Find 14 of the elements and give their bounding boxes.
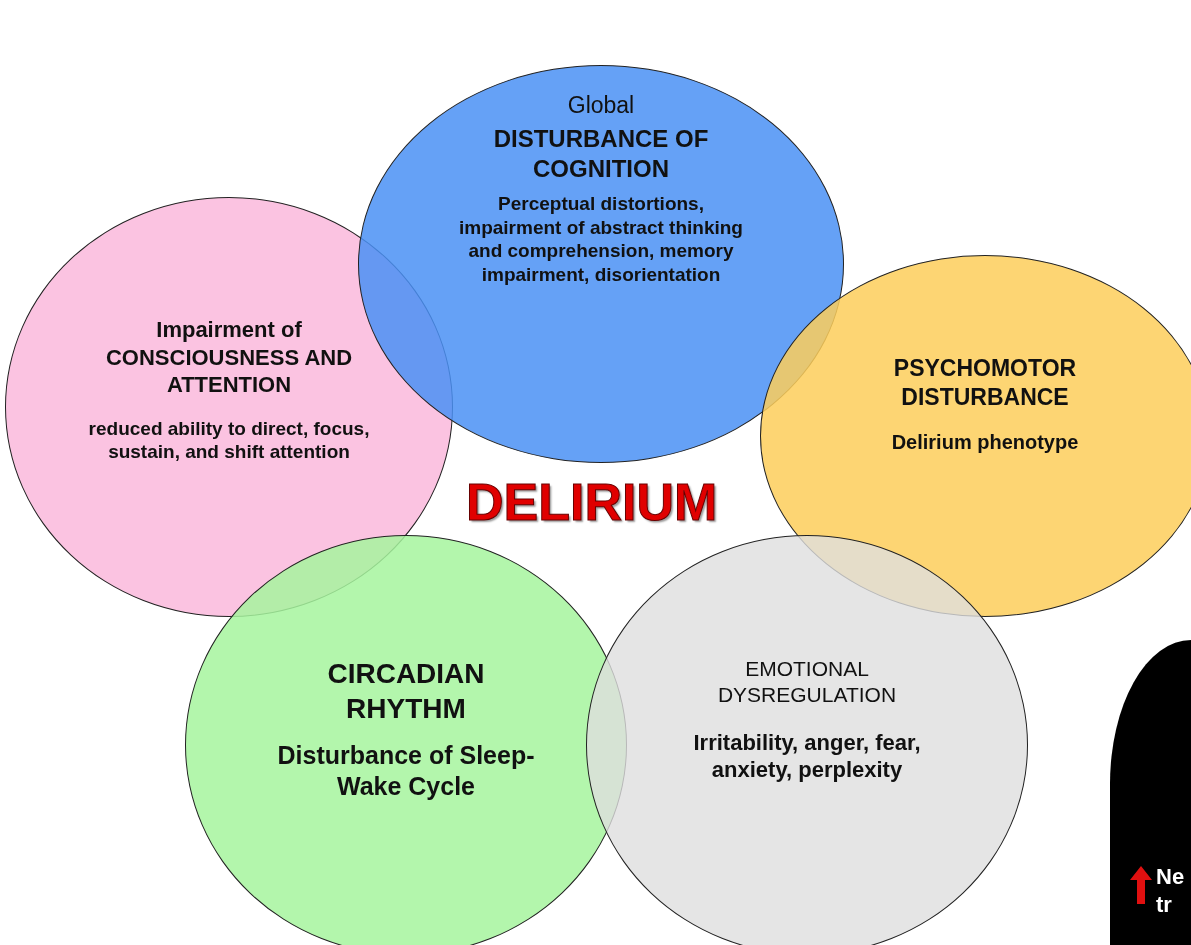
cut-off-text: Ne bbox=[1156, 864, 1185, 890]
circle-heading: EMOTIONAL DYSREGULATION bbox=[716, 656, 898, 709]
circle-description: Perceptual distortions, impairment of abstract thinking and comprehension, memory impairment, disorientation bbox=[458, 191, 744, 287]
circle-heading: CIRCADIAN RHYTHM bbox=[326, 657, 486, 726]
circle-description: DISTURBANCE OF COGNITION bbox=[492, 123, 710, 184]
center-title: DELIRIUM bbox=[466, 472, 718, 532]
circle-description: Irritability, anger, fear, anxiety, perplexity bbox=[692, 728, 922, 784]
circle-description: Delirium phenotype bbox=[890, 429, 1080, 455]
cut-off-text: tr bbox=[1156, 892, 1172, 918]
circle-description: Disturbance of Sleep-Wake Cycle bbox=[276, 740, 536, 803]
circle-heading: PSYCHOMOTOR DISTURBANCE bbox=[892, 354, 1078, 412]
circle-description: reduced ability to direct, focus, sustain, and shift attention bbox=[87, 416, 371, 464]
circle-heading: Impairment of CONSCIOUSNESS AND ATTENTION bbox=[104, 316, 354, 399]
circle-heading: Global bbox=[566, 91, 636, 120]
